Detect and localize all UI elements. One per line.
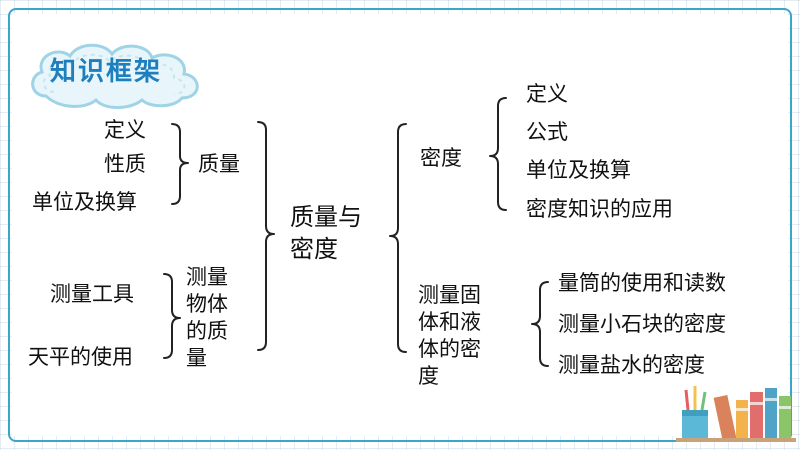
density-item-definition: 定义 xyxy=(526,82,568,106)
measure-density-item-stone: 测量小石块的密度 xyxy=(558,312,726,336)
cloud-badge-icon xyxy=(31,43,199,109)
bracket-measure-density xyxy=(531,281,549,367)
measure-mass-item-balance: 天平的使用 xyxy=(28,345,133,369)
books-decoration-icon xyxy=(676,386,796,442)
slide-frame xyxy=(8,8,792,442)
bracket-measure-mass xyxy=(163,273,181,359)
mass-item-unit: 单位及换算 xyxy=(32,190,137,214)
bracket-mass xyxy=(171,123,189,205)
measure-density-item-saltwater: 测量盐水的密度 xyxy=(558,353,705,377)
measure-mass-item-tool: 测量工具 xyxy=(50,282,134,306)
mass-item-definition: 定义 xyxy=(104,118,146,142)
node-mass: 质量 xyxy=(198,152,240,176)
bracket-root-right xyxy=(389,123,407,353)
bracket-root-left xyxy=(257,121,275,351)
page-title: 知识框架 xyxy=(50,57,163,87)
measure-density-item-cylinder: 量筒的使用和读数 xyxy=(558,271,726,295)
mass-item-property: 性质 xyxy=(104,152,146,176)
node-measure-density: 测量固 体和液 体的密 度 xyxy=(418,283,481,388)
density-item-formula: 公式 xyxy=(526,120,568,144)
density-item-application: 密度知识的应用 xyxy=(526,197,673,221)
node-root: 质量与 密度 xyxy=(290,203,362,263)
bracket-density xyxy=(489,97,507,211)
density-item-unit: 单位及换算 xyxy=(526,158,631,182)
node-density: 密度 xyxy=(420,146,462,170)
node-measure-mass: 测量 物体 的质 量 xyxy=(186,265,228,370)
